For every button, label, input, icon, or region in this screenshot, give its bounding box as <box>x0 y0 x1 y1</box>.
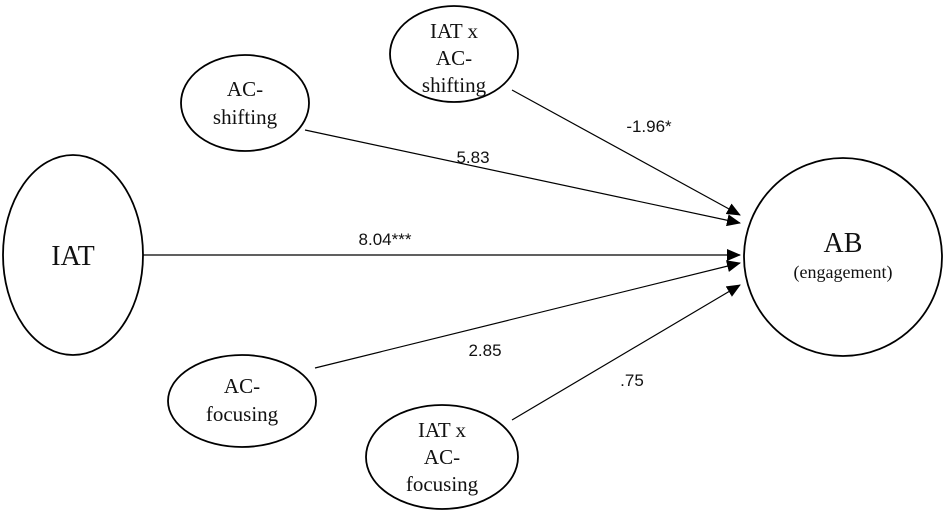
node-ac-focusing-shape <box>167 354 317 448</box>
path-iat-x-ac-shifting-to-ab <box>511 89 741 216</box>
node-ab: AB (engagement) <box>743 157 943 357</box>
node-ab-shape <box>743 157 943 357</box>
node-ac-focusing: AC- focusing <box>167 354 317 448</box>
coef-iat-x-ac-shifting-to-ab: -1.96* <box>626 117 672 136</box>
node-ac-shifting-line-2: shifting <box>213 105 278 129</box>
node-ac-shifting: AC- shifting <box>180 54 310 152</box>
node-iat-x-ac-shifting-line-3: shifting <box>422 73 487 97</box>
path-iat-x-ac-focusing-to-ab <box>511 284 741 421</box>
node-iat-x-ac-shifting: IAT x AC- shifting <box>389 5 519 103</box>
coef-iat-to-ab: 8.04*** <box>359 230 412 249</box>
node-ac-shifting-line-1: AC- <box>227 77 263 101</box>
coef-iat-x-ac-focusing-to-ab: .75 <box>620 371 644 390</box>
node-iat: IAT <box>2 154 144 356</box>
coef-ac-shifting-to-ab: 5.83 <box>456 148 489 167</box>
path-ac-shifting-to-ab <box>304 129 741 227</box>
node-iat-x-ac-focusing: IAT x AC- focusing <box>365 404 519 510</box>
node-iat-x-ac-focusing-line-2: AC- <box>424 445 460 469</box>
node-iat-x-ac-shifting-shape <box>389 5 519 103</box>
coef-ac-focusing-to-ab: 2.85 <box>468 341 501 360</box>
node-iat-x-ac-focusing-line-3: focusing <box>406 472 479 496</box>
node-iat-shape <box>2 154 144 356</box>
node-ac-focusing-line-2: focusing <box>206 402 279 426</box>
node-ab-sublabel: (engagement) <box>794 262 893 283</box>
path-ac-focusing-to-ab <box>314 260 741 369</box>
node-ac-focusing-line-1: AC- <box>224 374 260 398</box>
node-ab-label: AB <box>824 228 863 259</box>
node-iat-x-ac-shifting-line-2: AC- <box>436 46 472 70</box>
node-iat-x-ac-focusing-line-1: IAT x <box>418 418 467 442</box>
node-iat-x-ac-focusing-shape <box>365 404 519 510</box>
node-iat-label: IAT <box>51 241 95 272</box>
node-iat-x-ac-shifting-line-1: IAT x <box>430 19 479 43</box>
node-ac-shifting-shape <box>180 54 310 152</box>
